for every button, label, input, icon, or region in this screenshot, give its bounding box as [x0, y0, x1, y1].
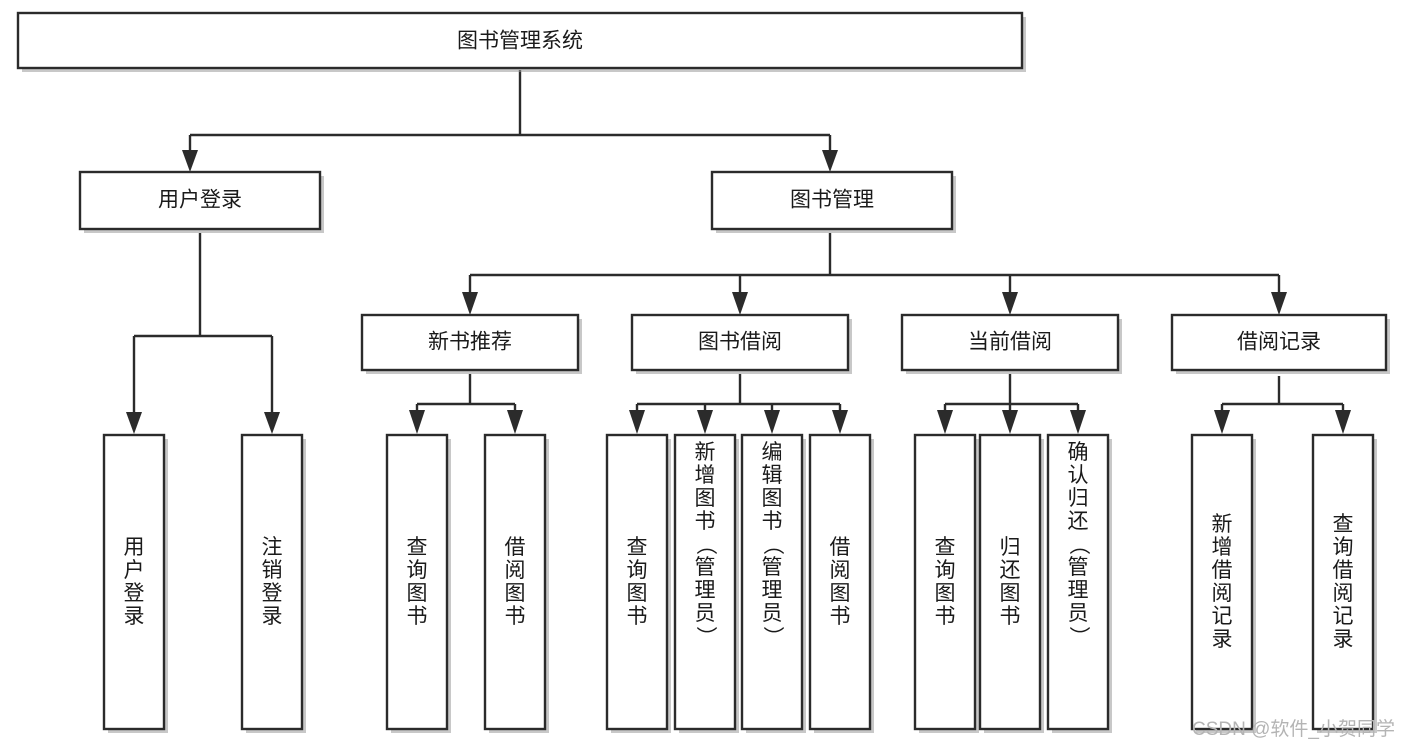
- node-book-borrow-label: 图书借阅: [698, 331, 782, 354]
- node-leaf-edit-book-box[interactable]: [740, 433, 804, 731]
- node-book-borrow-box[interactable]: [630, 313, 850, 372]
- arrow-leaf-edit-book: [764, 410, 780, 434]
- node-user-login-box[interactable]: [78, 170, 322, 231]
- node-new-book-rec-label: 新书推荐: [428, 331, 512, 354]
- node-leaf-query-book-1-box[interactable]: [385, 433, 449, 731]
- arrow-leaf-query-book-3: [937, 410, 953, 434]
- node-book-manage-label: 图书管理: [790, 189, 874, 212]
- node-current-borrow-label: 当前借阅: [968, 331, 1052, 354]
- arrow-leaf-return-book: [1002, 410, 1018, 434]
- node-leaf-query-book-2-box[interactable]: [605, 433, 669, 731]
- arrow-user-login: [182, 150, 198, 172]
- arrow-leaf-query-record: [1335, 410, 1351, 434]
- node-leaf-query-book-3-box[interactable]: [913, 433, 977, 731]
- node-borrow-record-label: 借阅记录: [1237, 331, 1321, 354]
- arrow-leaf-add-book: [697, 410, 713, 434]
- node-new-book-rec-box[interactable]: [360, 313, 580, 372]
- node-leaf-add-record-box[interactable]: [1190, 433, 1254, 731]
- node-leaf-add-book-box[interactable]: [673, 433, 737, 731]
- arrow-leaf-query-book-1: [409, 410, 425, 434]
- arrow-book-manage: [822, 150, 838, 172]
- node-leaf-borrow-book-2-box[interactable]: [808, 433, 872, 731]
- node-root-label: 图书管理系统: [457, 30, 583, 53]
- node-borrow-record-box[interactable]: [1170, 313, 1388, 372]
- node-leaf-logout-login-box[interactable]: [240, 433, 304, 731]
- arrow-current-borrow: [1002, 292, 1018, 315]
- nodes-layer: 图书管理系统 用户登录 图书管理 新书推荐 图书借阅 当前借阅 借阅记录: [16, 11, 1390, 733]
- arrow-leaf-add-record: [1214, 410, 1230, 434]
- arrow-leaf-query-book-2: [629, 410, 645, 434]
- csdn-watermark: CSDN @软件_小贺同学: [1192, 719, 1395, 740]
- node-leaf-borrow-book-1-box[interactable]: [483, 433, 547, 731]
- arrow-leaf-user-login: [126, 412, 142, 434]
- arrow-borrow-record: [1271, 292, 1287, 315]
- arrow-leaf-borrow-book-2: [832, 410, 848, 434]
- node-leaf-query-record-box[interactable]: [1311, 433, 1375, 731]
- node-leaf-return-book-box[interactable]: [978, 433, 1042, 731]
- node-root-box[interactable]: [16, 11, 1024, 70]
- arrow-new-book-rec: [462, 292, 478, 315]
- arrow-leaf-confirm-return: [1070, 410, 1086, 434]
- node-current-borrow-box[interactable]: [900, 313, 1120, 372]
- arrow-leaf-logout-login: [264, 412, 280, 434]
- arrow-book-borrow: [732, 292, 748, 315]
- edges-layer: [126, 70, 1351, 434]
- node-leaf-confirm-return-box[interactable]: [1046, 433, 1110, 731]
- arrow-leaf-borrow-book-1: [507, 410, 523, 434]
- node-user-login-label: 用户登录: [158, 189, 242, 212]
- node-leaf-user-login-box[interactable]: [102, 433, 166, 731]
- node-book-manage-box[interactable]: [710, 170, 954, 231]
